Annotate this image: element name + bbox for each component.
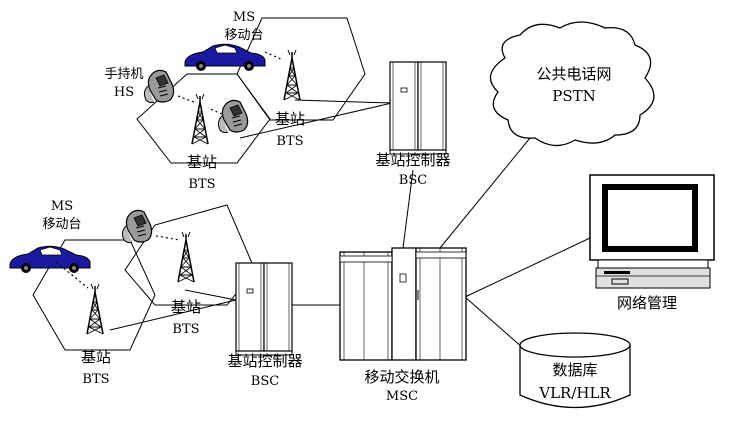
signal-marks: [55, 51, 284, 289]
ms-left-name: 移动台: [42, 217, 81, 232]
monitor-screen: [608, 190, 692, 246]
car-top: [184, 43, 266, 72]
computer-base: [597, 259, 709, 269]
database-cylinder: 数据库 VLR/HLR: [519, 332, 631, 409]
bts1-name: 基站: [275, 110, 305, 128]
bsc-bottom: 基站控制器 BSC: [227, 262, 303, 389]
link-msc-db: [464, 296, 524, 349]
link-bsc-top-msc: [402, 169, 414, 249]
connection-lines: [109, 99, 591, 349]
phone-left: [121, 209, 153, 244]
bsc-top-name: 基站控制器: [375, 151, 450, 169]
db-code: VLR/HLR: [538, 384, 611, 402]
bts4-code: BTS: [172, 322, 199, 337]
hs-name: 手持机: [104, 67, 143, 82]
link-bts-bsc-top: [294, 99, 393, 104]
tower-hs: [191, 93, 209, 145]
bts2-name: 基站: [187, 153, 217, 171]
msc-switch: 移动交换机 MSC: [339, 247, 467, 404]
bts3-name: 基站: [81, 348, 111, 366]
bsc-top: 基站控制器 BSC: [375, 61, 451, 188]
ms-top-name: 移动台: [224, 28, 263, 43]
link-msc-nm: [464, 237, 591, 298]
link-msc-pstn: [439, 137, 531, 249]
network-management-computer: 网络管理: [589, 174, 715, 312]
bts4-name: 基站: [171, 298, 201, 316]
cell-ms-top: [236, 17, 366, 121]
bsc-top-code: BSC: [399, 173, 427, 188]
cell-phone-left: [124, 204, 256, 306]
tower-left-lower: [86, 283, 104, 335]
link-bts4-bsc-bottom: [184, 289, 237, 301]
phone-hs-left: [143, 69, 175, 104]
bsc-bottom-code: BSC: [251, 374, 279, 389]
hs-code: HS: [114, 85, 134, 100]
tower-left-upper: [177, 231, 195, 283]
pstn-cloud: 公共电话网 PSTN: [489, 21, 655, 147]
bts1-code: BTS: [276, 134, 303, 149]
ms-left-code: MS: [51, 199, 73, 214]
phone-hs-right: [217, 99, 249, 134]
car-left: [9, 245, 91, 274]
bts3-code: BTS: [82, 372, 109, 387]
db-name: 数据库: [552, 361, 597, 379]
msc-name: 移动交换机: [364, 368, 439, 386]
ms-top-code: MS: [233, 10, 255, 25]
bts2-code: BTS: [188, 177, 215, 192]
pstn-name: 公共电话网: [536, 65, 611, 83]
msc-code: MSC: [386, 389, 418, 404]
pstn-code: PSTN: [552, 87, 596, 105]
nm-name: 网络管理: [617, 294, 677, 312]
bsc-bottom-name: 基站控制器: [227, 352, 302, 370]
tower-top-right: [283, 49, 301, 101]
